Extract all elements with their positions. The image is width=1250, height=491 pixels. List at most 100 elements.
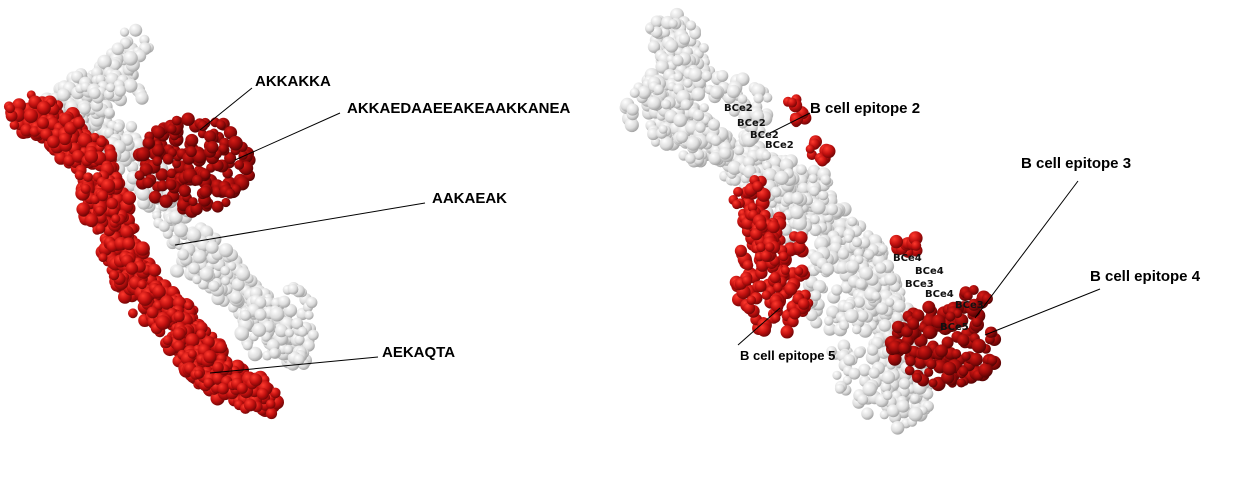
epitope-atom <box>197 120 209 132</box>
epitope-atom <box>211 200 224 213</box>
backbone-atom <box>672 54 684 67</box>
backbone-atom <box>839 320 850 331</box>
epitope-atom <box>922 300 936 314</box>
epitope-atom <box>767 220 780 234</box>
backbone-atom <box>254 308 267 321</box>
backbone-atom <box>727 160 742 175</box>
backbone-atom <box>882 390 893 401</box>
epitope-atom <box>249 373 263 387</box>
epitope-atom <box>924 367 934 377</box>
backbone-atom <box>220 276 231 286</box>
backbone-atom <box>123 78 138 93</box>
backbone-atom <box>774 170 789 185</box>
backbone-atom <box>113 122 124 133</box>
backbone-atom <box>718 147 732 160</box>
backbone-atom <box>169 210 183 225</box>
label-b-cell-epitope-2: B cell epitope 2 <box>810 100 921 117</box>
left-protein-model <box>3 23 319 420</box>
backbone-atom <box>847 216 858 227</box>
backbone-atom <box>269 306 285 322</box>
label-akkakka: AKKAKKA <box>255 73 331 90</box>
backbone-atom <box>844 309 859 323</box>
backbone-atom <box>884 272 897 286</box>
leader-line-epitope5 <box>737 307 781 346</box>
backbone-atom <box>708 151 722 165</box>
label-aakaeak: AAKAEAK <box>432 190 507 207</box>
backbone-atom <box>823 322 837 336</box>
backbone-atom <box>910 393 920 404</box>
residue-tag: BCe2 <box>750 130 779 141</box>
epitope-atom <box>159 295 175 310</box>
epitope-atom <box>905 356 916 367</box>
epitope-atom <box>20 124 33 137</box>
backbone-atom <box>274 324 288 338</box>
epitope-atom <box>185 146 197 158</box>
backbone-atom <box>811 200 826 215</box>
epitope-atom <box>204 130 217 143</box>
backbone-atom <box>673 72 683 82</box>
epitope-atom <box>778 251 789 262</box>
backbone-atom <box>283 344 293 355</box>
epitope-atom <box>23 108 38 123</box>
backbone-atom <box>824 316 834 326</box>
backbone-atom <box>826 203 838 216</box>
backbone-atom <box>692 109 705 122</box>
backbone-atom <box>853 296 865 308</box>
label-b-cell-epitope-3: B cell epitope 3 <box>1021 155 1132 172</box>
backbone-atom <box>866 344 879 356</box>
epitope-atom <box>221 197 231 208</box>
epitope-atom <box>143 137 155 149</box>
epitope-atom <box>771 300 784 313</box>
leader-lines <box>174 87 1101 374</box>
backbone-atom <box>307 329 319 341</box>
backbone-atom <box>855 278 867 290</box>
backbone-atom <box>761 150 771 161</box>
epitope-atom <box>166 168 177 179</box>
backbone-atom <box>136 186 151 201</box>
epitope-atom <box>228 135 243 151</box>
epitope-atom <box>104 149 118 162</box>
epitope-atom <box>734 244 748 257</box>
epitope-atom <box>58 132 71 146</box>
backbone-atom <box>826 305 840 319</box>
epitope-atom <box>928 378 938 388</box>
backbone-atom <box>626 103 639 116</box>
backbone-atom <box>863 249 875 260</box>
backbone-atom <box>710 135 722 146</box>
backbone-atom <box>762 92 773 103</box>
epitope-atom <box>805 144 815 154</box>
epitope-atom <box>956 378 966 388</box>
backbone-atom <box>890 421 905 435</box>
backbone-atom <box>853 248 864 259</box>
backbone-atom <box>862 381 877 397</box>
backbone-atom <box>908 406 923 422</box>
epitope-atom <box>167 124 177 134</box>
leader-line-epitope2 <box>769 112 811 134</box>
backbone-atom <box>818 190 829 201</box>
backbone-atom <box>708 118 720 131</box>
epitope-atom <box>216 120 226 130</box>
backbone-atom <box>186 228 202 243</box>
backbone-atom <box>701 70 713 82</box>
backbone-atom <box>846 260 860 273</box>
backbone-atom <box>688 67 703 82</box>
backbone-atom <box>218 243 234 258</box>
epitope-atom <box>794 266 804 276</box>
backbone-atom <box>119 27 130 37</box>
backbone-atom <box>820 174 831 185</box>
backbone-atom <box>106 83 116 93</box>
backbone-atom <box>294 334 305 345</box>
epitope-atom <box>74 170 85 181</box>
backbone-atom <box>832 370 842 380</box>
backbone-atom <box>247 346 263 362</box>
backbone-atom <box>792 216 807 231</box>
backbone-atom <box>208 280 220 292</box>
epitope-atom <box>969 352 983 367</box>
epitope-atom <box>135 241 150 256</box>
backbone-atom <box>269 347 280 359</box>
backbone-atom <box>655 60 669 74</box>
backbone-atom <box>104 107 115 118</box>
epitope-atom <box>742 260 754 271</box>
epitope-atom <box>206 141 219 154</box>
backbone-atom <box>896 399 910 413</box>
